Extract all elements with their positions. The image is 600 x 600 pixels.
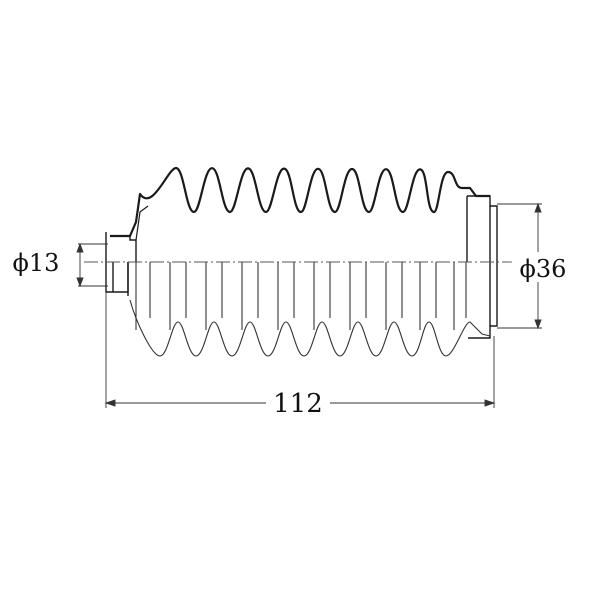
length-label: 112 bbox=[273, 389, 323, 419]
bellows-section-bottom bbox=[129, 262, 491, 357]
small-diameter-label: ϕ13 bbox=[13, 249, 60, 277]
length-dimension bbox=[104, 292, 496, 408]
large-diameter-label-bg bbox=[512, 252, 574, 282]
bellows-outline-top bbox=[110, 166, 490, 241]
large-diameter-label: ϕ36 bbox=[520, 255, 567, 283]
small-diameter-dimension bbox=[76, 242, 108, 288]
